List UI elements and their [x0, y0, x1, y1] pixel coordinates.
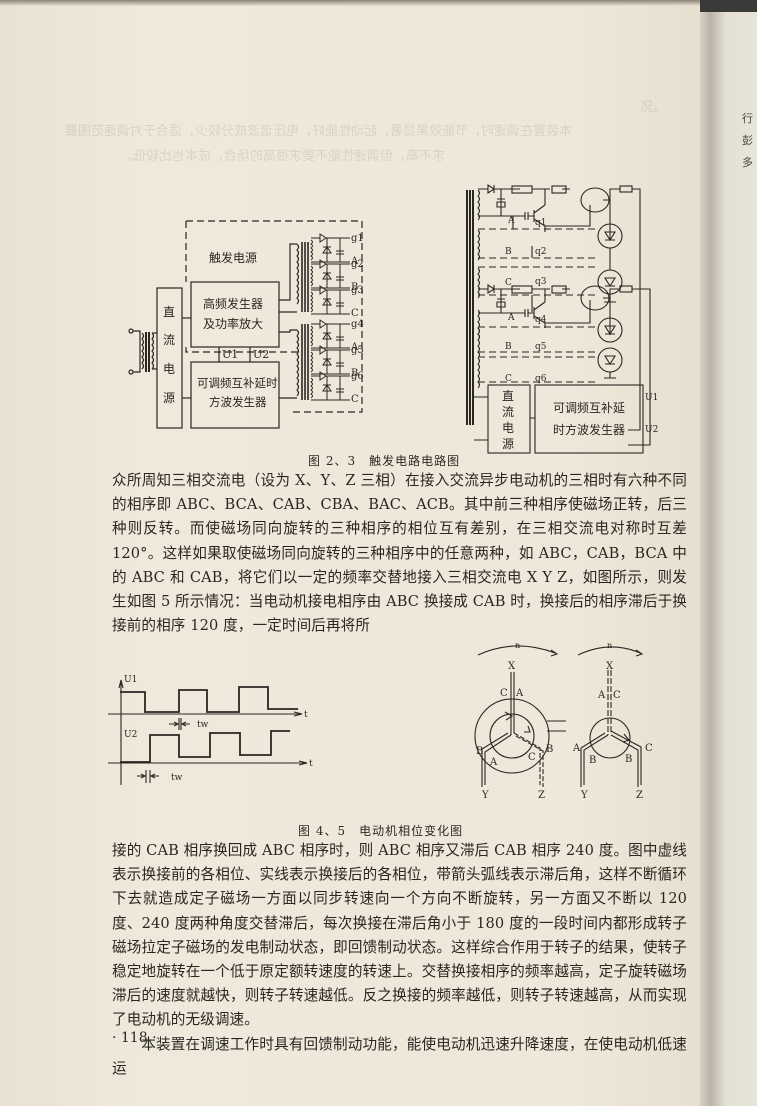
- svg-text:直: 直: [163, 305, 175, 319]
- svg-text:及功率放大: 及功率放大: [203, 316, 263, 331]
- book-page: [0, 0, 712, 1106]
- svg-text:t: t: [309, 759, 313, 769]
- svg-text:B: B: [589, 755, 596, 766]
- spine-top-edge: [700, 0, 757, 12]
- svg-text:方波发生器: 方波发生器: [209, 395, 267, 409]
- trigger-circuit-block-diagram: 触发电源 高频发生器 及功率放大 可调频互补延时 方波发生器 直 流 电 源 U…: [128, 220, 364, 429]
- svg-text:C: C: [351, 394, 359, 405]
- svg-text:A: A: [572, 743, 581, 754]
- svg-text:C: C: [351, 308, 359, 319]
- svg-text:C: C: [505, 278, 512, 288]
- svg-text:A: A: [350, 256, 359, 267]
- svg-text:源: 源: [502, 437, 514, 451]
- svg-text:Y: Y: [580, 790, 588, 801]
- square-wave-timing-diagram: U1 U2 t t tw tw: [108, 675, 313, 785]
- svg-text:B: B: [351, 282, 358, 293]
- svg-text:触发电源: 触发电源: [209, 250, 257, 265]
- svg-text:电: 电: [163, 362, 175, 376]
- bleed-through-line: 求不高，但调速性能不要求很高的场合，成本也比较低。: [120, 149, 446, 164]
- svg-text:U2: U2: [253, 348, 269, 361]
- svg-text:B: B: [351, 368, 358, 379]
- svg-text:C: C: [613, 690, 621, 701]
- svg-text:q4: q4: [535, 315, 547, 325]
- svg-text:时方波发生器: 时方波发生器: [553, 422, 625, 437]
- paragraph-phase-lag: 接的 CAB 相序换回成 ABC 相序时，则 ABC 相序又滞后 CAB 相序 …: [112, 842, 687, 1077]
- svg-text:Y: Y: [481, 790, 489, 801]
- svg-text:U2: U2: [124, 730, 137, 740]
- svg-text:B: B: [476, 746, 483, 757]
- svg-text:U1: U1: [645, 393, 658, 403]
- svg-text:q5: q5: [535, 342, 547, 352]
- svg-text:高频发生器: 高频发生器: [203, 296, 263, 311]
- svg-text:A: A: [507, 313, 515, 323]
- page-top-shadow: [0, 0, 757, 6]
- svg-text:X: X: [508, 661, 516, 672]
- svg-text:U1: U1: [124, 675, 137, 685]
- page-number: · 118 ·: [112, 1030, 157, 1046]
- svg-text:q1: q1: [535, 218, 547, 228]
- svg-text:直: 直: [502, 389, 514, 403]
- svg-text:A: A: [507, 216, 515, 226]
- svg-text:可调频互补延: 可调频互补延: [553, 401, 625, 415]
- svg-text:g4: g4: [351, 319, 364, 330]
- svg-text:Z: Z: [636, 790, 643, 801]
- svg-text:C: C: [500, 688, 508, 699]
- svg-text:X: X: [606, 661, 614, 672]
- bleed-through-line: 况。: [640, 100, 667, 115]
- svg-text:B: B: [505, 247, 512, 257]
- next-page-edge-text: 行 彭 多: [742, 112, 753, 169]
- svg-text:流: 流: [163, 333, 175, 347]
- svg-text:g5: g5: [351, 345, 364, 356]
- svg-text:A: A: [515, 688, 524, 699]
- trigger-circuit-schematic: A q1 B q2 C q3 A q4 B q5 C q6 U1 U2 直 流 …: [466, 183, 658, 454]
- svg-text:电: 电: [502, 421, 514, 435]
- figure-caption-phase: 图 4、5 电动机相位变化图: [298, 824, 464, 838]
- svg-text:源: 源: [163, 391, 175, 405]
- svg-text:t: t: [304, 710, 308, 720]
- svg-text:可调频互补延时: 可调频互补延时: [197, 376, 278, 390]
- svg-text:q2: q2: [535, 247, 547, 257]
- svg-text:B: B: [546, 744, 553, 755]
- svg-text:tw: tw: [171, 773, 183, 783]
- svg-text:B: B: [505, 342, 512, 352]
- bleed-through-line: 本装置在调速时，节能效果显著，起动性能好，电压谐波成分较少，适合于对调速范围要: [65, 124, 573, 139]
- svg-text:tw: tw: [197, 720, 209, 730]
- svg-text:g1: g1: [351, 233, 364, 244]
- svg-text:A: A: [350, 342, 359, 353]
- svg-text:q6: q6: [535, 374, 547, 384]
- svg-text:g6: g6: [351, 371, 364, 382]
- svg-text:A: A: [597, 690, 606, 701]
- svg-text:n: n: [515, 641, 520, 650]
- svg-text:n: n: [607, 641, 612, 650]
- svg-text:B: B: [625, 754, 632, 765]
- svg-text:U1: U1: [222, 348, 238, 361]
- svg-text:C: C: [505, 374, 512, 384]
- book-spine: [700, 0, 757, 1106]
- svg-text:q3: q3: [535, 277, 547, 287]
- svg-text:C: C: [645, 743, 653, 754]
- motor-phase-vector-diagram: X C A B A C B Y Z X A C A B B C Y Z n n: [474, 641, 653, 801]
- svg-text:C: C: [528, 752, 536, 763]
- svg-text:流: 流: [502, 405, 514, 419]
- paragraph-phase-sequence: 众所周知三相交流电（设为 X、Y、Z 三相）在接入交流异步电动机的三相时有六种不…: [112, 472, 687, 635]
- figure-caption-circuit: 图 2、3 触发电路电路图: [308, 454, 461, 468]
- svg-text:g2: g2: [351, 259, 364, 270]
- svg-text:A: A: [489, 757, 498, 768]
- svg-text:U2: U2: [645, 425, 658, 435]
- svg-text:g3: g3: [351, 285, 364, 296]
- svg-text:Z: Z: [538, 790, 545, 801]
